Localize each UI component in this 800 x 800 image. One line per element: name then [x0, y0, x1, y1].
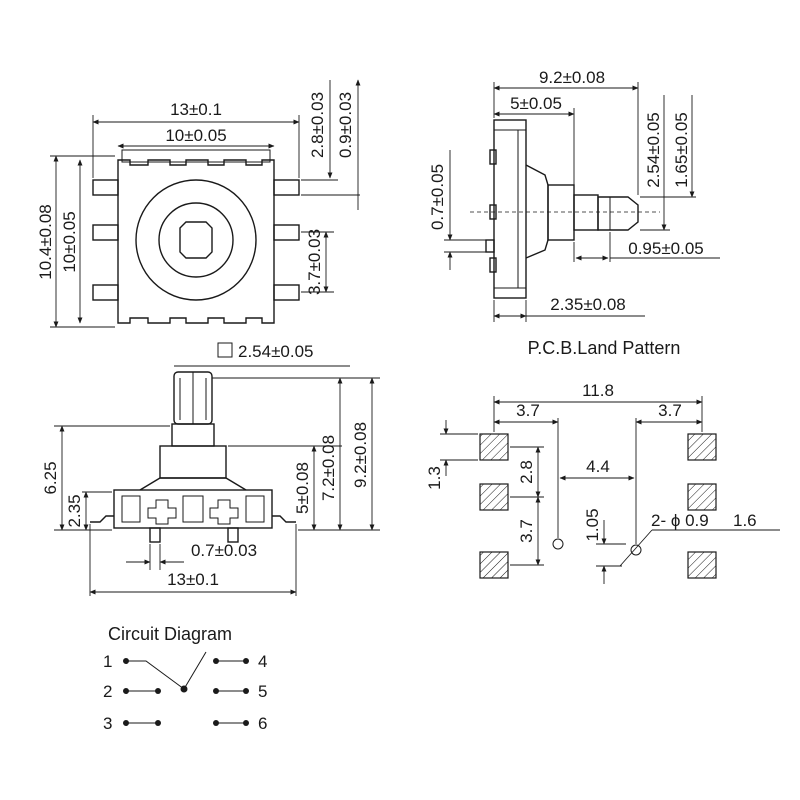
dim-top-pin-width: 2.8±0.03	[308, 92, 327, 158]
side-view: 9.2±0.08 5±0.05 2.54±0.05 1.65±0.05 0.7±…	[428, 68, 720, 322]
dim-top-height-inner: 10±0.05	[60, 211, 79, 272]
dim-side-base: 2.35±0.08	[550, 295, 626, 314]
circuit-pin-3: 3	[103, 714, 112, 733]
land-pattern: P.C.B.Land Pattern 11.8 3.7 3.7 1.3 2.8 …	[425, 338, 780, 584]
dim-top-width-outer: 13±0.1	[170, 100, 222, 119]
top-view: 13±0.1 10±0.05 10.4±0.08 10±0.05 2.8±0.0…	[36, 79, 361, 328]
pad-right-3	[687, 551, 717, 579]
dim-top-height-outer: 10.4±0.08	[36, 204, 55, 280]
dim-land-hole-offset: 1.05	[583, 508, 602, 541]
dim-land-pad-h: 1.3	[425, 466, 444, 490]
hole-right	[630, 544, 642, 556]
front-pin-left	[90, 515, 114, 523]
top-view-body	[117, 159, 275, 324]
dim-front-625: 6.25	[41, 461, 60, 494]
pad-left-1	[479, 433, 509, 461]
circuit-title: Circuit Diagram	[108, 624, 232, 644]
top-view-knob-inner	[158, 202, 234, 278]
dim-land-right-col: 3.7	[658, 401, 682, 420]
pin-right-2	[273, 224, 300, 241]
dim-side-pin-offset: 0.7±0.05	[428, 164, 447, 230]
dim-top-width-inner: 10±0.05	[165, 126, 226, 145]
dim-front-5: 5±0.08	[293, 462, 312, 514]
circuit-pin-6: 6	[258, 714, 267, 733]
dim-side-shaft-tip: 0.95±0.05	[628, 239, 704, 258]
dim-land-center: 4.4	[586, 457, 610, 476]
side-body	[493, 119, 527, 299]
pin-left-3	[92, 284, 119, 301]
dim-land-hole-spacing: 1.6	[733, 511, 757, 530]
front-post-left	[149, 527, 161, 543]
dim-front-shaft-square: 2.54±0.05	[238, 342, 314, 361]
side-shaft	[573, 194, 599, 231]
front-view: 2.54±0.05 6.25 2.35 5±0.08 7.2±0.08 9.2±…	[41, 342, 380, 596]
dim-front-92: 9.2±0.08	[351, 422, 370, 488]
top-view-knob-outer	[135, 179, 257, 301]
side-shaft-tip	[597, 196, 639, 231]
side-pin	[485, 239, 495, 253]
side-collar	[547, 184, 575, 241]
side-tab-2	[489, 204, 497, 220]
pad-left-2	[479, 483, 509, 511]
dim-side-body: 5±0.05	[510, 94, 562, 113]
dim-front-72: 7.2±0.08	[319, 435, 338, 501]
top-view-shaft	[179, 221, 213, 259]
side-tab-1	[489, 149, 497, 165]
rotor-arm	[183, 651, 207, 690]
pad-right-2	[687, 483, 717, 511]
land-pattern-title: P.C.B.Land Pattern	[528, 338, 681, 358]
circuit-diagram: Circuit Diagram 1 2 3 4 5 6	[103, 624, 267, 733]
dim-land-overall: 11.8	[582, 381, 614, 400]
front-post-right	[227, 527, 239, 543]
front-shaft	[171, 423, 215, 447]
hole-left	[552, 538, 564, 550]
circuit-pin-1: 1	[103, 652, 112, 671]
pad-left-3	[479, 551, 509, 579]
dim-front-width: 13±0.1	[167, 570, 219, 589]
dim-side-shaft-dia: 2.54±0.05	[644, 112, 663, 188]
front-collar	[159, 445, 227, 479]
pin-left-1	[92, 179, 119, 196]
dim-front-pin-width: 0.7±0.03	[191, 541, 257, 560]
front-pin-right	[272, 515, 296, 523]
circuit-pin-2: 2	[103, 682, 112, 701]
rotor-wire	[126, 660, 185, 690]
side-tab-3	[489, 257, 497, 273]
front-hub	[139, 477, 247, 491]
pad-right-1	[687, 433, 717, 461]
dim-land-left-col: 3.7	[516, 401, 540, 420]
dim-top-pin-thickness: 0.9±0.03	[336, 92, 355, 158]
dim-land-pitch: 2.8	[517, 460, 536, 484]
dim-top-pin-pitch: 3.7±0.03	[305, 229, 324, 295]
dim-land-pitch2: 3.7	[517, 519, 536, 543]
side-hub	[525, 164, 549, 259]
top-view-lid	[121, 149, 271, 163]
dim-land-hole-label: 2- ϕ 0.9	[651, 511, 709, 530]
pin-right-3	[273, 284, 300, 301]
circuit-pin-5: 5	[258, 682, 267, 701]
dim-side-shaft-flat: 1.65±0.05	[672, 112, 691, 188]
pin-right-1	[273, 179, 300, 196]
front-body	[113, 489, 273, 529]
pin-left-2	[92, 224, 119, 241]
dim-side-overall: 9.2±0.08	[539, 68, 605, 87]
square-symbol	[217, 342, 233, 358]
dim-front-235: 2.35	[65, 494, 84, 527]
circuit-pin-4: 4	[258, 652, 267, 671]
